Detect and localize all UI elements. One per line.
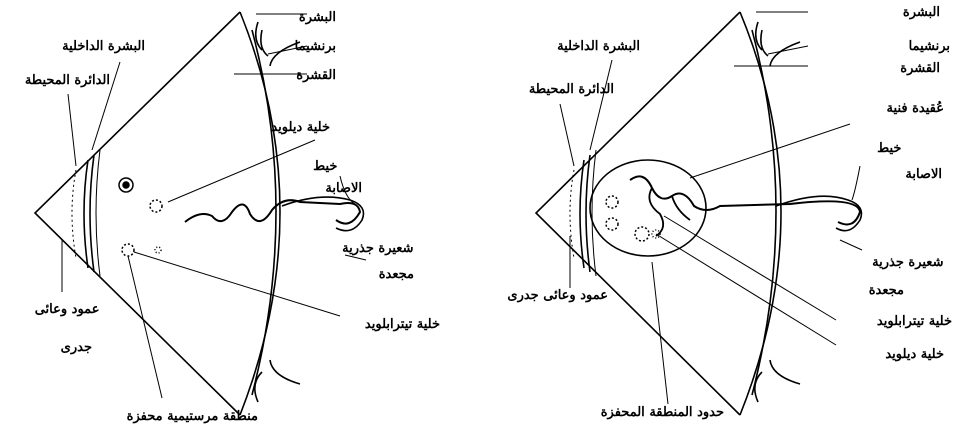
right-endodermis-band (580, 160, 584, 268)
left-endodermis-band (84, 160, 88, 268)
right-label-curled-root-hair: شعيرة جذرية مجعدة (869, 255, 948, 298)
left-cells (119, 178, 162, 256)
left-label-pericycle: الدائرة المحيطة (25, 73, 110, 88)
left-label-vascular-cylinder-l2: جدرى (61, 340, 92, 355)
left-label-parenchyma: برنشيما (295, 39, 336, 54)
right-label-endodermis: البشرة الداخلية (557, 39, 640, 54)
left-outer-surface (240, 12, 280, 415)
right-tetraploid-cell (635, 227, 649, 241)
left-label-infection-thread: خيط الاصابة (313, 159, 362, 196)
left-inner-surface (252, 30, 276, 395)
left-infection-thread (185, 200, 360, 223)
right-label-curled-root-hair-l2: مجعدة (869, 283, 904, 298)
right-label-curled-root-hair-l1: شعيرة جذرية (872, 255, 943, 270)
left-curled-root-hair (282, 197, 364, 231)
right-outer-surface (740, 12, 781, 415)
right-label-nodule: عُقيدة فنية (887, 100, 944, 116)
right-label-stimulated-zone-boundary: حدود المنطقة المحفزة (601, 405, 724, 420)
left-label-tetraploid-cell: خلية تيترابلويد (365, 317, 440, 332)
right-label-diploid-cell: خلية ديلويد (885, 347, 944, 362)
right-stimulated-zone (590, 160, 706, 256)
left-label-epidermis: البشرة (299, 10, 336, 25)
right-label-tetraploid-cell: خلية تيترابلويد (877, 314, 952, 329)
right-cells (606, 196, 660, 241)
right-label-infection-thread: خيط الاصابة (877, 141, 942, 182)
left-label-diploid-cell: خلية ديلويد (271, 120, 330, 135)
left-label-vascular-cylinder-l1: عمود وعائى (35, 302, 100, 317)
right-label-cortex: القشرة (900, 61, 940, 76)
right-label-epidermis: البشرة (903, 5, 940, 20)
right-cell-b (606, 218, 618, 230)
right-inner-surface (752, 30, 776, 395)
left-label-meristematic-zone: منطقة مرستيمية محفزة (127, 409, 258, 424)
right-label-infection-thread-l2: الاصابة (905, 167, 942, 182)
left-label-infection-thread-l2: الاصابة (325, 181, 362, 196)
left-tetraploid-cell (122, 244, 134, 256)
right-cell-a (606, 196, 618, 208)
right-infection-thread (630, 176, 860, 224)
left-label-cortex: القشرة (296, 68, 336, 83)
right-label-pericycle: الدائرة المحيطة (529, 82, 614, 97)
left-diploid-cell (150, 200, 162, 212)
left-label-curled-root-hair: شعيرة جذرية مجعدة (342, 241, 418, 282)
right-panel (536, 12, 862, 415)
right-label-infection-thread-l1: خيط (877, 141, 901, 156)
left-label-curled-root-hair-l2: مجعدة (379, 267, 414, 282)
right-label-vascular-cylinder: عمود وعائى جدرى (507, 288, 608, 303)
right-label-parenchyma: برنشيما (909, 39, 950, 54)
left-label-endodermis: البشرة الداخلية (62, 39, 145, 54)
left-label-vascular-cylinder: عمود وعائى جدرى (35, 302, 104, 355)
right-wedge-outline (536, 12, 740, 415)
left-label-infection-thread-l1: خيط (313, 159, 337, 174)
left-label-curled-root-hair-l1: شعيرة جذرية (342, 241, 413, 256)
